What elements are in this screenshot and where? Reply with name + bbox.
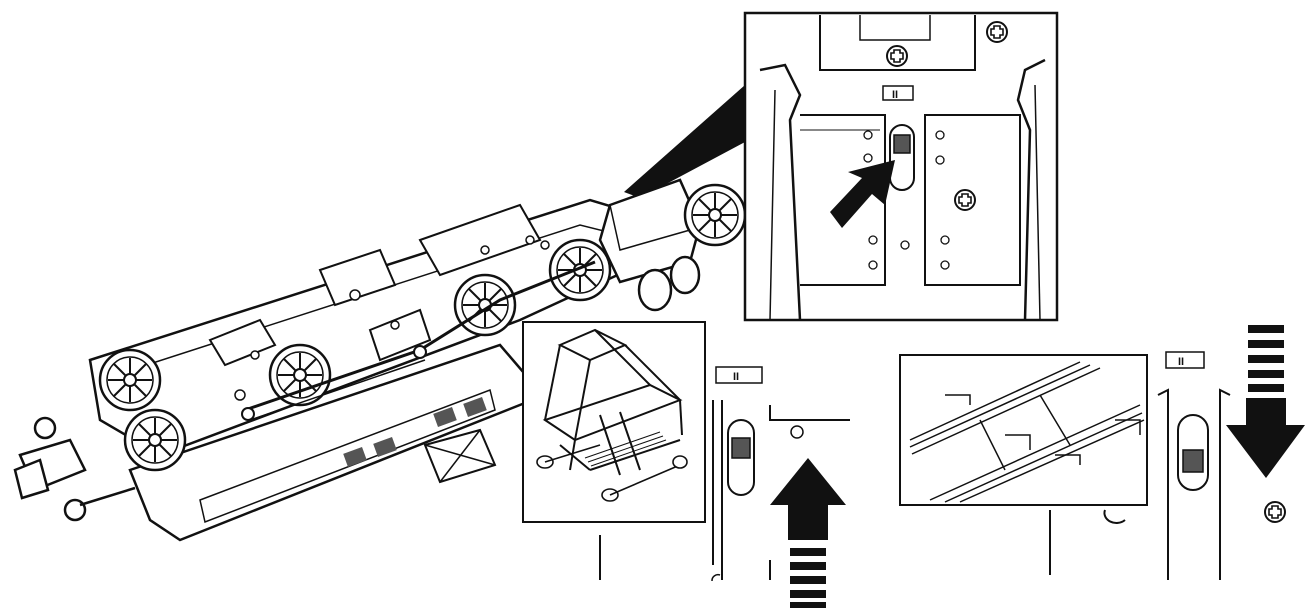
track-inset (899, 354, 1148, 506)
arrow-icon (770, 458, 846, 540)
bottom-right-detail: II (1049, 325, 1305, 580)
locomotive-chassis (13, 85, 747, 542)
top-inset: II (743, 11, 1059, 322)
arrow-icon (1226, 398, 1305, 478)
front-buffer (637, 255, 701, 312)
rear-coupler (13, 416, 136, 522)
bottom-right-label: II (1178, 356, 1184, 368)
wheel-rear-1 (123, 408, 187, 472)
wheel-rear-2 (98, 348, 162, 412)
bottom-middle-detail: II (599, 366, 850, 608)
wheel-front (683, 183, 747, 247)
bottom-middle-label: II (733, 371, 739, 383)
wheel-drive-3 (548, 238, 612, 302)
coupling-rod (244, 260, 596, 412)
slide-switch-icon (889, 124, 915, 191)
callout-wedge (624, 85, 745, 198)
part-inset (522, 321, 706, 523)
arrow-icon (830, 160, 895, 228)
wheel-drive-2 (453, 273, 517, 337)
top-inset-label: II (892, 89, 898, 101)
